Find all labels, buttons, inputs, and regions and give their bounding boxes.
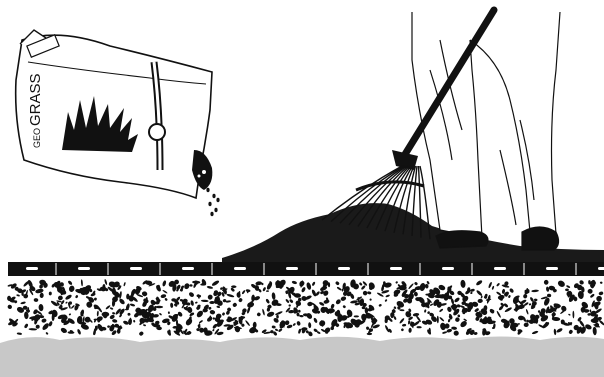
gravel-layer [7, 278, 604, 337]
seed-granules-icon [206, 188, 219, 216]
bag-brand-prefix: GEO [32, 128, 42, 148]
bag-brand-name: GRASS [27, 73, 44, 126]
gardener-legs-icon [412, 12, 560, 250]
subbase-layer [0, 337, 604, 377]
seed-bag-icon [16, 30, 213, 198]
paver-strip [8, 262, 604, 276]
